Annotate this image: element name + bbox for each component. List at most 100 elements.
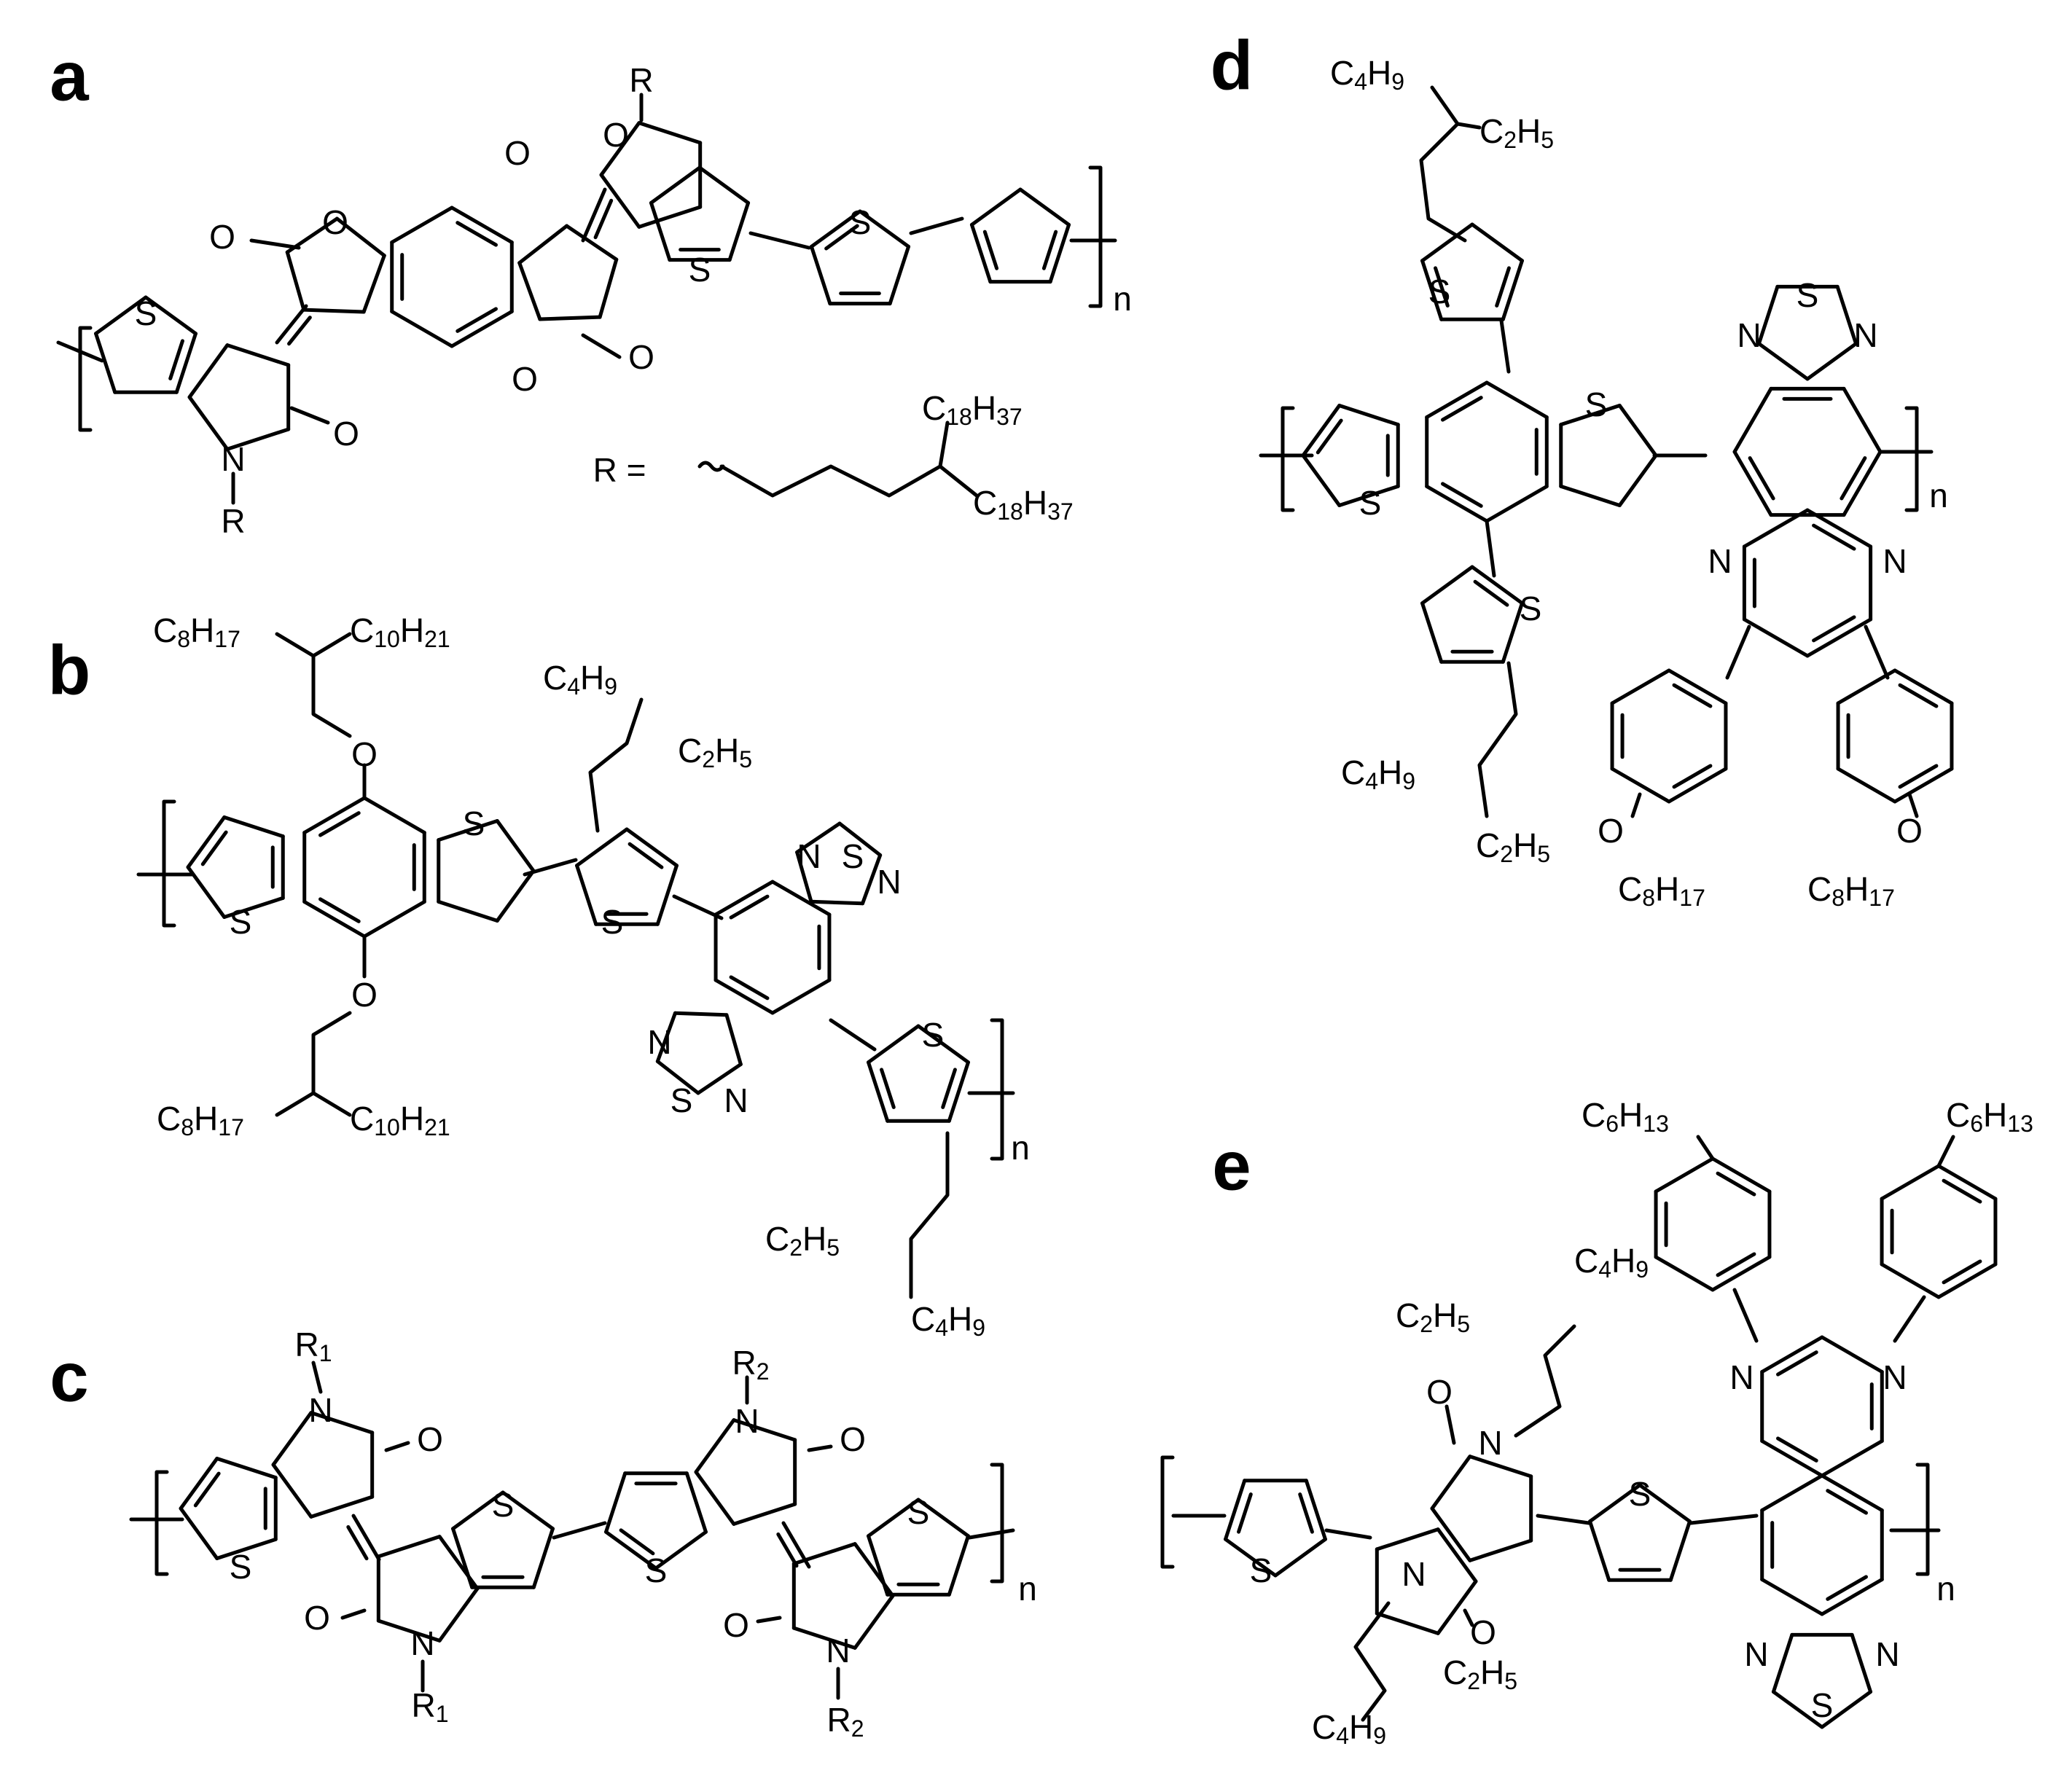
thiophene-ring-c3 — [619, 1528, 655, 1556]
phenyl-e2 — [1936, 1262, 1998, 1299]
formula-subscript: 9 — [1635, 1256, 1649, 1283]
thiophene-ring-b3 — [575, 864, 598, 926]
thiophene-ring-b2 — [495, 819, 536, 873]
thiophene-ring-c2 — [501, 1490, 555, 1531]
polymer-bracket — [162, 799, 176, 928]
pyrrolone-ring-top — [599, 121, 641, 177]
alkyl-chain-formula: C18H37 — [973, 484, 1074, 525]
thiadiazole-e — [1820, 1690, 1873, 1729]
polymer-bracket — [78, 326, 93, 432]
formula-element: C — [1479, 112, 1504, 150]
atom-label: S — [842, 837, 864, 875]
benzene-core-b — [362, 796, 426, 834]
pyrrolone-ring-top — [637, 205, 703, 229]
bond — [1444, 1404, 1456, 1445]
formula-subscript: 4 — [1365, 768, 1378, 794]
alkyl-chain-formula: C2H5 — [1476, 826, 1550, 867]
thiophene-ring-2 — [858, 209, 911, 248]
alkyl-chain-formula: C4H9 — [1312, 1708, 1386, 1749]
thiophene-ring-b4 — [880, 1068, 896, 1109]
thiadiazole-bottom — [724, 1013, 743, 1067]
benzene-core — [456, 221, 498, 247]
thiophene-ring-2 — [809, 244, 832, 306]
furanone-ring-right — [565, 224, 619, 262]
thiophene-ring-d1 — [1495, 266, 1511, 308]
atom-label: O — [603, 116, 629, 154]
bond — [1936, 1135, 1955, 1168]
thiophene-ring-3 — [969, 222, 993, 284]
formula-element: H — [194, 1100, 218, 1138]
bond — [249, 238, 301, 250]
bond — [967, 1528, 1015, 1540]
formula-element: H — [1023, 484, 1047, 522]
benzene-core — [456, 307, 498, 333]
benzothiadiazole-core — [714, 978, 775, 1015]
dpp-ring-bottom — [1375, 1527, 1440, 1551]
formula-element: H — [1983, 1096, 2007, 1134]
thiophene-ring-b1 — [222, 815, 285, 839]
formula-subscript: 4 — [567, 673, 580, 700]
pyrrolone-ring — [187, 395, 230, 451]
repeat-index-n: n — [1936, 1570, 1955, 1608]
thiophene-ring — [144, 295, 198, 336]
formula-element: C — [678, 732, 702, 770]
phenyl-e1 — [1716, 1171, 1756, 1197]
r-alkyl-chain — [719, 464, 942, 498]
thiophene-ring-b1 — [186, 865, 227, 919]
thiophene-ring-top — [697, 165, 751, 205]
atom-label: O — [1426, 1373, 1453, 1411]
benzene-core-b — [362, 900, 426, 939]
pyrrolone-ring — [225, 427, 291, 451]
polymer-bracket — [1915, 1463, 1930, 1576]
formula-subscript: 5 — [826, 1234, 840, 1261]
formula-element: H — [400, 1100, 424, 1138]
phenyl-e1 — [1654, 1156, 1715, 1194]
formula-subscript: 8 — [1642, 885, 1655, 911]
benzothiadiazole-core — [729, 975, 770, 1001]
alkyl-chain-formula: C2H5 — [765, 1220, 840, 1261]
atom-label: O — [512, 360, 538, 398]
formula-subscript: 2 — [1420, 1311, 1433, 1337]
double-bond — [346, 1524, 369, 1561]
pyrazine-ring-e — [1776, 1350, 1818, 1377]
formula-element: C — [350, 611, 374, 649]
formula-subscript: 2 — [1504, 127, 1517, 153]
formula-subscript: 5 — [1537, 841, 1550, 867]
atom-label: O — [628, 338, 654, 376]
formula-subscript: 6 — [1606, 1111, 1619, 1137]
thiophene-ring-b3 — [655, 864, 679, 926]
formula-subscript: 4 — [1336, 1723, 1349, 1749]
benzene-core — [390, 206, 454, 244]
ethylhexyl-d1 — [1419, 85, 1467, 243]
thiophene-ring-b1 — [222, 896, 285, 919]
formula-element: C — [1396, 1296, 1420, 1334]
thiadiazole-e — [1771, 1632, 1794, 1694]
benzene-core — [450, 206, 514, 244]
formula-subscript: 18 — [997, 498, 1023, 525]
thiophene-ring — [94, 332, 117, 394]
alkyl-chain-formula: C2H5 — [678, 732, 752, 772]
dpp-ring-bottom — [1436, 1579, 1478, 1635]
formula-element: H — [972, 389, 996, 427]
furanone-ring-right — [517, 224, 569, 265]
panel-label-a: a — [50, 38, 89, 116]
polymer-bracket — [1281, 406, 1295, 512]
formula-element: H — [1845, 870, 1869, 908]
formula-element: C — [1946, 1096, 1970, 1134]
benzene-core-d — [1441, 396, 1483, 422]
phenyl-d1 — [1610, 668, 1671, 705]
thiophene-ring-c2 — [531, 1527, 555, 1589]
r-group-definition-label: R = — [593, 451, 646, 489]
pyrrolone-c3 — [732, 1502, 797, 1526]
double-bond — [275, 304, 308, 345]
bond — [1689, 1514, 1759, 1525]
atom-label: N — [826, 1632, 850, 1670]
atom-label: S — [1250, 1551, 1272, 1589]
atom-label: O — [351, 976, 378, 1014]
atom-label: S — [922, 1016, 945, 1054]
alkoxy-chain-bottom — [275, 1011, 352, 1117]
alkyl-chain-formula: C2H5 — [1396, 1296, 1470, 1337]
thiadiazole-d — [1805, 342, 1858, 381]
thiophene-ring-d4 — [1501, 601, 1524, 664]
